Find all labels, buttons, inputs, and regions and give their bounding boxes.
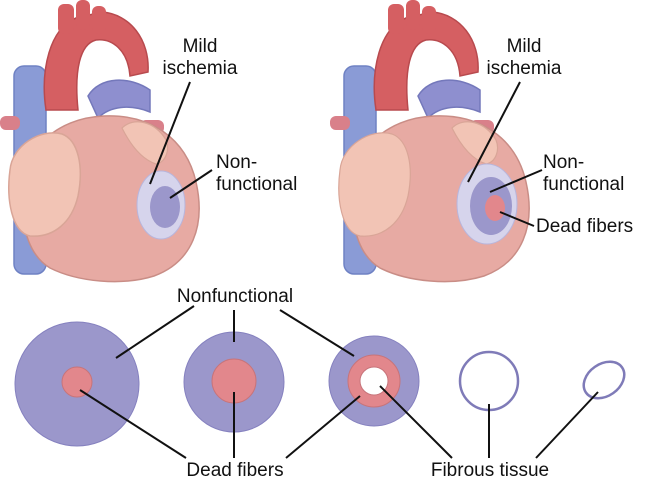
label-dead-fibers-right: Dead fibers — [536, 216, 634, 237]
label-fibrous-tissue-bottom: Fibrous tissue — [430, 460, 550, 481]
aorta-branch-1 — [58, 4, 74, 34]
label-mild-ischemia-left-line1: Mild — [182, 36, 218, 57]
label-nonfunctional-right: Non- functional — [543, 152, 624, 196]
label-nonfunctional-left-line2: functional — [216, 174, 298, 195]
dead-fibers-zone — [485, 195, 505, 221]
label-nonfunctional-bottom: Nonfunctional — [176, 286, 294, 307]
aorta-branch-2 — [406, 0, 420, 30]
aorta-branch-1 — [388, 4, 404, 34]
left-atrium — [451, 121, 499, 165]
label-mild-ischemia-right-line1: Mild — [506, 36, 542, 57]
heart-right — [330, 0, 543, 283]
nonfunctional-zone — [150, 186, 180, 228]
pulmonary-artery — [417, 79, 481, 120]
aorta-branch-3 — [92, 6, 106, 34]
progression-row — [14, 305, 626, 459]
pulmonary-vein-stub — [0, 116, 20, 130]
label-mild-ischemia-right: Mild ischemia — [476, 36, 572, 80]
pulmonary-vein-stub — [330, 116, 350, 130]
stage4-fibrous-scar — [458, 350, 520, 412]
left-atrium — [121, 121, 169, 165]
pointer-dead-fibers-stage3 — [285, 395, 361, 459]
pointer-nonfunctional-left — [169, 169, 213, 199]
pointer-mild-ischemia-right — [467, 81, 521, 183]
label-mild-ischemia-right-line2: ischemia — [486, 58, 562, 79]
pointer-mild-ischemia-left — [149, 81, 191, 185]
pointer-fibrous-stage5 — [535, 391, 599, 459]
label-mild-ischemia-left: Mild ischemia — [152, 36, 248, 80]
pointer-nonfunctional-stage3 — [279, 309, 355, 357]
label-nonfunctional-right-line2: functional — [543, 174, 625, 195]
heart-left — [0, 0, 213, 283]
right-atrium — [8, 132, 81, 237]
aorta — [43, 11, 149, 111]
aorta — [373, 11, 479, 111]
label-dead-fibers-bottom: Dead fibers — [186, 460, 284, 481]
label-nonfunctional-left-line1: Non- — [216, 152, 258, 173]
label-mild-ischemia-left-line2: ischemia — [162, 58, 238, 79]
stage5-fibrous-scar — [582, 360, 626, 400]
label-nonfunctional-left: Non- functional — [216, 152, 297, 196]
pointer-dead-fibers-right — [499, 211, 535, 227]
label-nonfunctional-right-line1: Non- — [543, 152, 585, 173]
pulmonary-artery — [87, 79, 151, 120]
pointer-dead-fibers-stage1 — [79, 389, 187, 459]
pointer-nonfunctional-stage1 — [115, 305, 195, 359]
aorta-branch-2 — [76, 0, 90, 30]
stage1-dead-fibers-core — [61, 366, 93, 398]
aorta-branch-3 — [422, 6, 436, 34]
right-atrium — [338, 132, 411, 237]
pointer-nonfunctional-right — [489, 169, 543, 193]
pointer-fibrous-stage3 — [379, 385, 453, 459]
